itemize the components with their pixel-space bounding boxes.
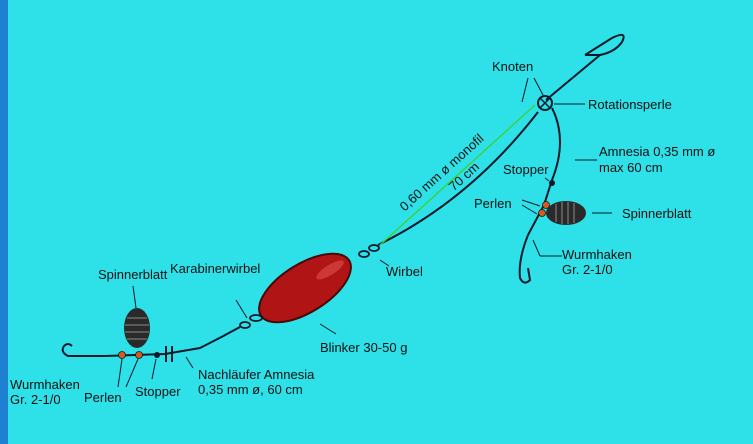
left-edge-stripe bbox=[0, 0, 8, 444]
right-stopper-knot bbox=[549, 180, 555, 186]
right-hook bbox=[518, 234, 532, 284]
right-blade-stripes bbox=[555, 202, 575, 224]
wurmhaken-right-label-line2: Gr. 2-1/0 bbox=[562, 262, 613, 277]
left-bead-2 bbox=[135, 351, 143, 359]
rotationsperle-label: Rotationsperle bbox=[588, 97, 672, 112]
line-loop-to-bead bbox=[545, 54, 601, 101]
nachlaeufer-label-line1: Nachläufer Amnesia bbox=[198, 367, 315, 382]
amnesia-top-label-line2: max 60 cm bbox=[599, 160, 663, 175]
blinker-highlight bbox=[316, 260, 344, 280]
left-trailer-line bbox=[61, 326, 241, 357]
top-loop bbox=[584, 33, 625, 56]
left-stopper-knot bbox=[154, 352, 160, 358]
blinker-lure bbox=[258, 252, 352, 324]
rotation-bead bbox=[537, 95, 553, 111]
spinnerblatt-left-label: Spinnerblatt bbox=[98, 267, 168, 282]
wirbel-label: Wirbel bbox=[386, 264, 423, 279]
left-bead-1 bbox=[118, 351, 126, 359]
blinker-label: Blinker 30-50 g bbox=[320, 340, 407, 355]
wurmhaken-left-label-line1: Wurmhaken bbox=[10, 377, 80, 392]
left-hook bbox=[61, 343, 105, 357]
amnesia-top-label-line1: Amnesia 0,35 mm ø bbox=[599, 144, 715, 159]
stopper-right-label: Stopper bbox=[503, 162, 549, 177]
perlen-right-label: Perlen bbox=[474, 196, 512, 211]
monofil-label-group: 0,60 mm ø monofil 70 cm bbox=[397, 131, 487, 214]
wirbel-swivel bbox=[358, 244, 380, 258]
right-dropper bbox=[518, 107, 561, 284]
line-bead-to-swivel bbox=[377, 111, 539, 246]
stopper-left-label: Stopper bbox=[135, 384, 181, 399]
spinnerblatt-right-label: Spinnerblatt bbox=[622, 206, 692, 221]
monofil-line bbox=[379, 104, 536, 246]
left-spinner-blade bbox=[124, 308, 150, 348]
karabiner-swivel bbox=[239, 314, 263, 329]
amnesia-right-line bbox=[527, 107, 561, 236]
right-spinner-blade bbox=[546, 201, 586, 225]
left-blade-stripes bbox=[125, 317, 149, 340]
wurmhaken-right-label-line1: Wurmhaken bbox=[562, 247, 632, 262]
karabinerwirbel-label: Karabinerwirbel bbox=[170, 261, 260, 276]
perlen-left-label: Perlen bbox=[84, 390, 122, 405]
leader-lines bbox=[117, 77, 612, 388]
wurmhaken-left-label-line2: Gr. 2-1/0 bbox=[10, 392, 61, 407]
nachlaeufer-label-line2: 0,35 mm ø, 60 cm bbox=[198, 382, 303, 397]
main-line bbox=[377, 33, 625, 246]
right-bead-1 bbox=[542, 201, 550, 209]
knoten-label: Knoten bbox=[492, 59, 533, 74]
right-bead-2 bbox=[538, 209, 546, 217]
